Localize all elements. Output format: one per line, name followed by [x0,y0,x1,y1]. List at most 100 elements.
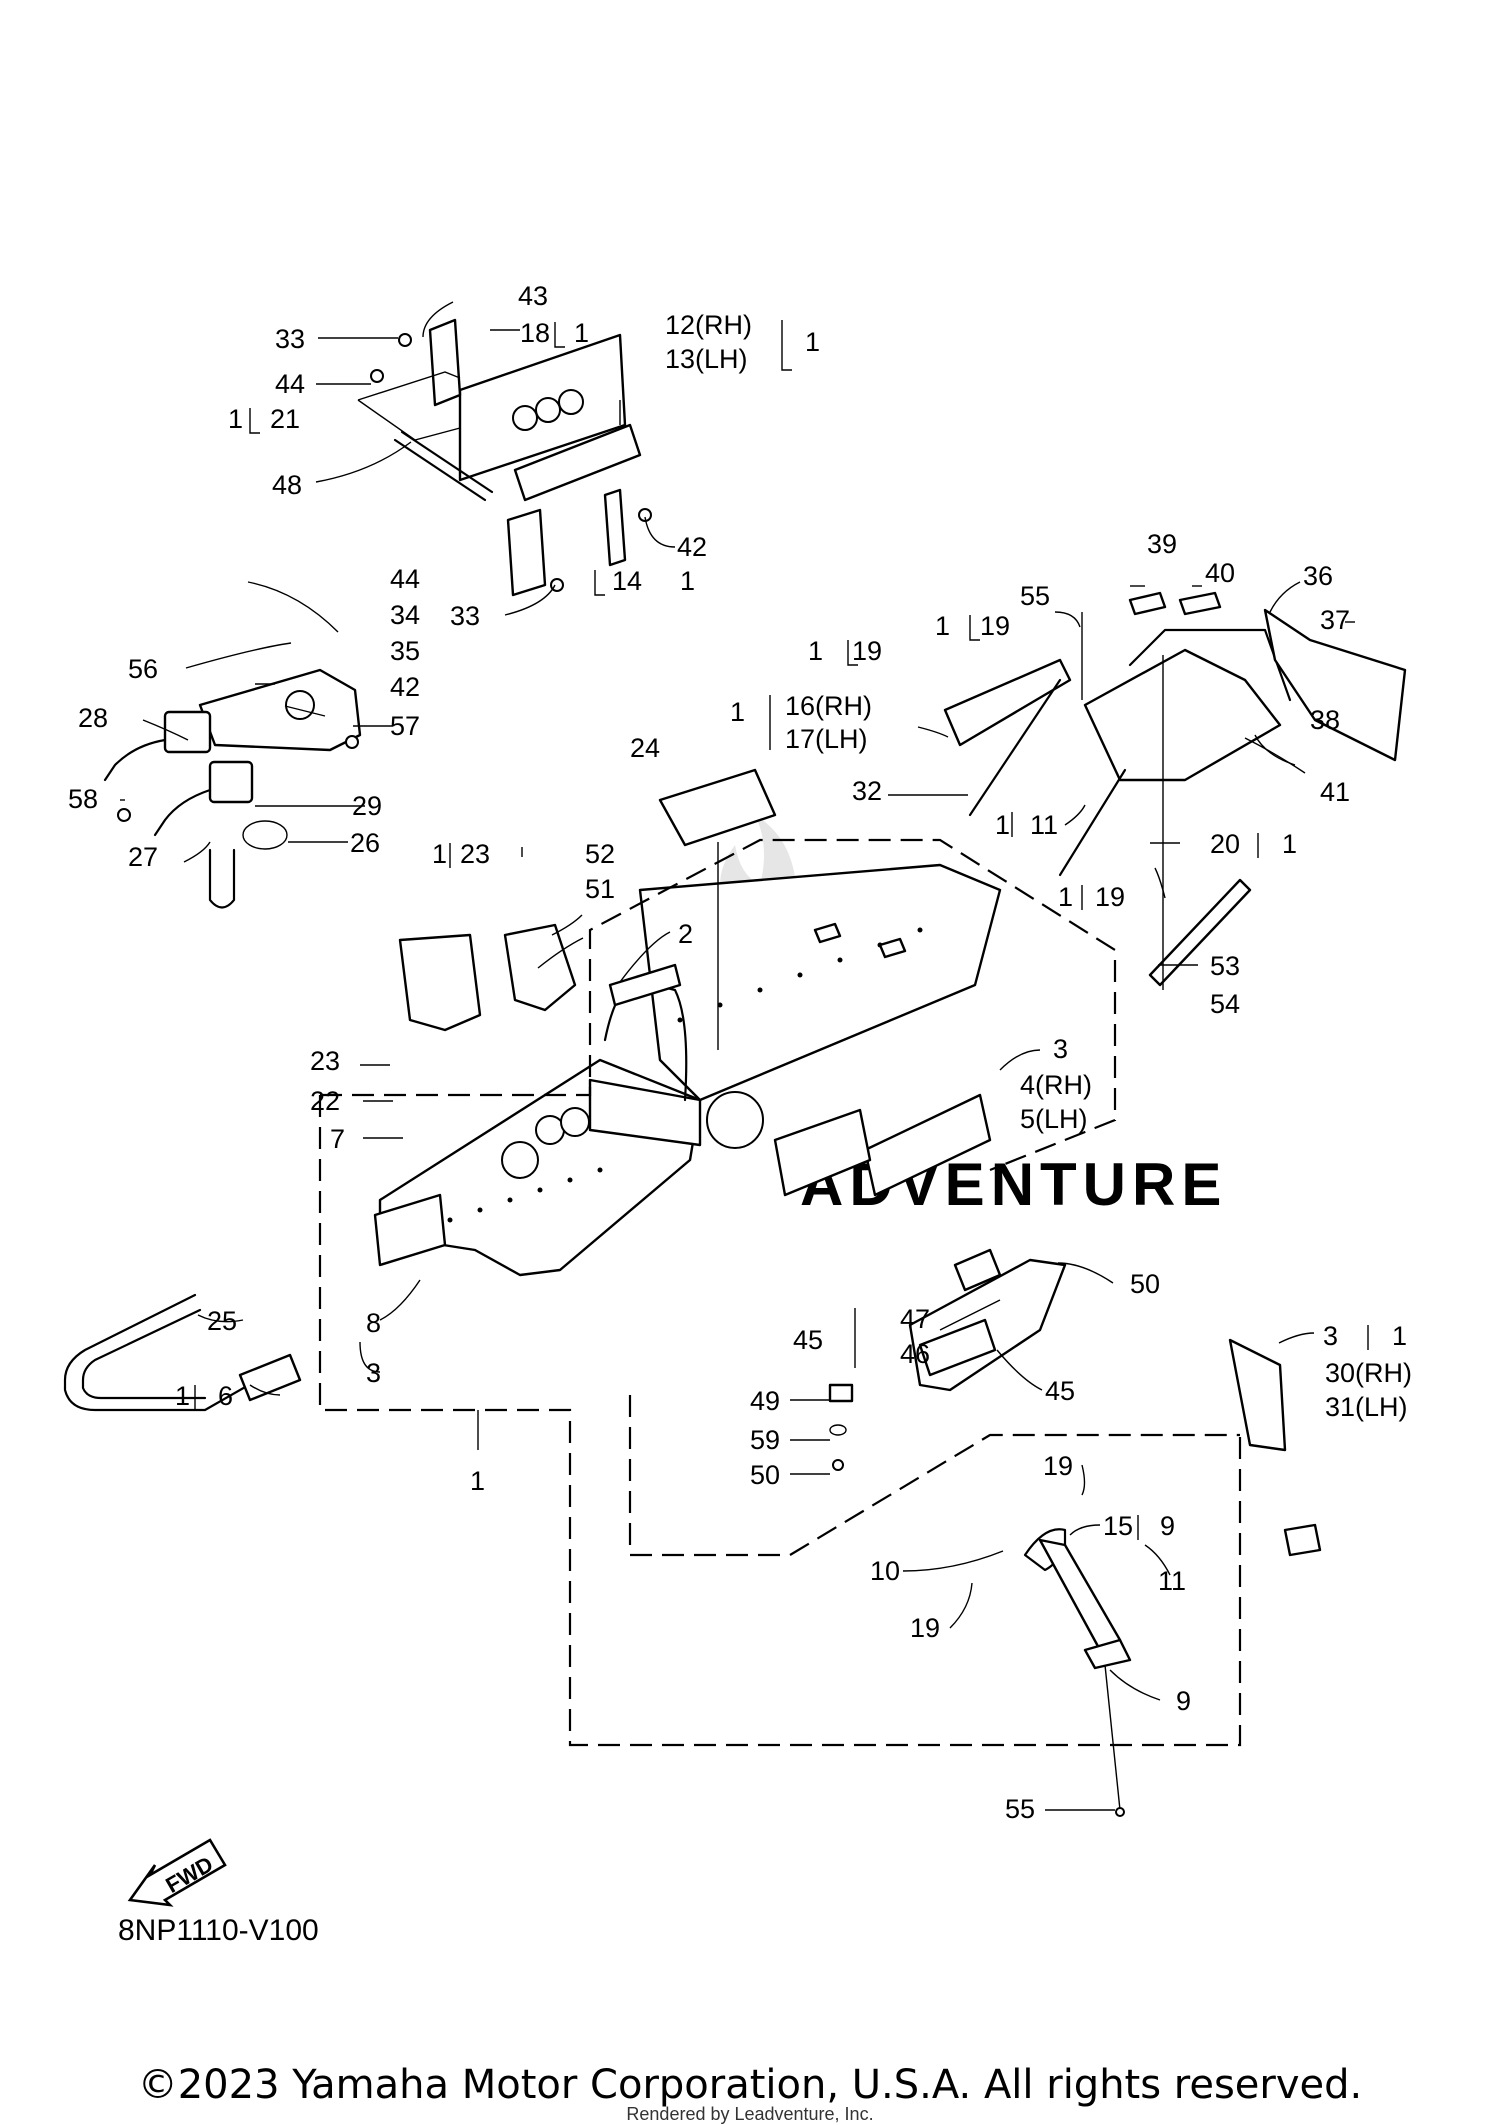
callout-6-qty: 1 [175,1381,190,1411]
callout-6: 6 [218,1381,233,1411]
bracket-14-part [603,488,627,567]
band-26-part [242,820,288,850]
callout-48: 48 [272,470,302,500]
callout-12: 12(RH) [665,310,752,340]
callout-3-right: 3 [1323,1321,1338,1351]
frame-rear-deck-part [638,863,1002,1102]
main-frame [373,863,1002,1277]
rod-48-part [393,438,487,502]
grille-right-part [503,923,577,1012]
rack-leg-part [1058,768,1127,877]
callout-16-17-qty: 1 [730,697,745,727]
callout-1: 1 [470,1466,485,1496]
rack-cover-36-part [1263,608,1407,762]
electrical-assembly [103,668,362,909]
component-29-part [208,760,254,804]
callout-59: 59 [750,1425,780,1455]
frame-rivets [447,927,923,1223]
callout-9: 9 [1176,1686,1191,1716]
cross-member-part [513,423,642,502]
callout-25: 25 [207,1306,237,1336]
callout-11-lower: 11 [1158,1566,1186,1596]
leader-lines [120,301,1355,1811]
callout-3: 3 [1053,1034,1068,1064]
callout-8: 8 [366,1308,381,1338]
pad-47-part [953,1248,1002,1292]
side-panel-assembly [357,318,652,597]
callout-56: 56 [128,654,158,684]
callout-15-qty: 9 [1160,1511,1175,1541]
callout-57: 57 [390,711,420,741]
callout-34: 34 [390,600,420,630]
callout-45-group: 45 [793,1325,823,1355]
callout-33-lower: 33 [450,601,480,631]
callout-27: 27 [128,842,158,872]
callout-19-a: 19 [852,636,882,666]
callout-45: 45 [1045,1376,1075,1406]
bracket-8-part [373,1193,447,1267]
callout-19-b: 19 [980,611,1010,641]
grommet-49-part [828,1383,854,1403]
callout-23-frame: 23 [310,1046,340,1076]
callout-20-qty: 1 [1282,829,1297,859]
washer-59-part [829,1424,847,1436]
callout-19-e: 19 [910,1613,940,1643]
callout-15: 15 [1103,1511,1133,1541]
callout-55: 55 [1020,581,1050,611]
callout-47: 47 [900,1304,930,1334]
rear-rack-assembly [943,591,1407,990]
callout-54: 54 [1210,989,1240,1019]
rendered-by-notice: Rendered by Leadventure, Inc. [626,2104,874,2124]
callout-17: 17(LH) [785,724,868,754]
clamp-27-part [208,848,236,909]
callout-18: 18 [520,318,550,348]
mount-plate-part [198,668,362,752]
roll-bar-2-part [603,978,688,1102]
callout-52: 52 [585,839,615,869]
callout-21: 21 [270,404,300,434]
callout-30: 30(RH) [1325,1358,1412,1388]
callout-7: 7 [330,1124,345,1154]
rack-bar-53-part [1148,878,1252,987]
pad-39-part [1128,591,1167,616]
callout-10: 10 [870,1556,900,1586]
pad-46-part [918,1318,997,1377]
qty-brackets [194,320,1369,1540]
copyright-notice: ©2023 Yamaha Motor Corporation, U.S.A. A… [137,2062,1363,2108]
callout-19-qty-b: 1 [935,611,950,641]
figure-code: 8NP1110-V100 [118,1914,319,1947]
callout-19-c: 19 [1095,882,1125,912]
callout-43: 43 [518,281,548,311]
rack-support-16-17-part [943,658,1072,747]
callout-40: 40 [1205,558,1235,588]
callout-44-lower: 44 [390,564,420,594]
callout-49: 49 [750,1386,780,1416]
callout-3-right-qty: 1 [1392,1321,1407,1351]
callout-11: 11 [1030,810,1058,840]
callout-13: 13(LH) [665,344,748,374]
callout-35: 35 [390,636,420,666]
bracket-43-part [428,318,462,407]
lower-bracket-part [506,508,547,597]
callout-labels: 33 43 18 1 12(RH) 13(LH) 1 44 1 21 48 42… [68,281,1412,1824]
callout-2: 2 [678,919,693,949]
wire-28-part [103,738,167,782]
callout-5: 5(LH) [1020,1104,1088,1134]
fwd-arrow-icon: FWD [127,1838,227,1907]
plate-11-part [1283,1523,1322,1557]
callout-33: 33 [275,324,305,354]
callout-19-d: 19 [1043,1451,1073,1481]
floorboard-assembly [828,1248,1322,1817]
component-28-part [163,710,212,754]
callout-58: 58 [68,784,98,814]
rack-cargo-bed-part [1083,648,1282,782]
callout-14-qty: 1 [680,566,695,596]
callout-53: 53 [1210,951,1240,981]
callout-37: 37 [1320,605,1350,635]
seat-pad-24-part [658,768,777,847]
callout-19-qty-c: 1 [1058,882,1073,912]
callout-19-qty-a: 1 [808,636,823,666]
callout-50: 50 [1130,1269,1160,1299]
callout-23-qty: 1 [432,839,447,869]
callout-41: 41 [1320,777,1350,807]
